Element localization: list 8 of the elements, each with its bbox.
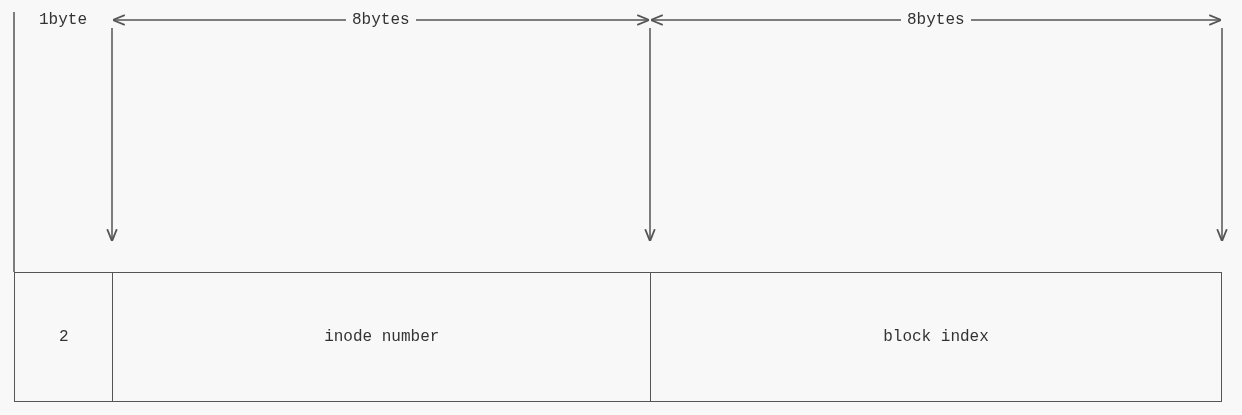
- field-name: inode number: [324, 328, 440, 346]
- dimension-label: 8bytes: [901, 10, 971, 30]
- field-cell: [112, 272, 652, 402]
- field-cell: [650, 272, 1222, 402]
- field-name: 2: [58, 328, 69, 346]
- field-name: block index: [883, 328, 989, 346]
- field-cell: [14, 272, 114, 402]
- dimension-label: 8bytes: [346, 10, 416, 30]
